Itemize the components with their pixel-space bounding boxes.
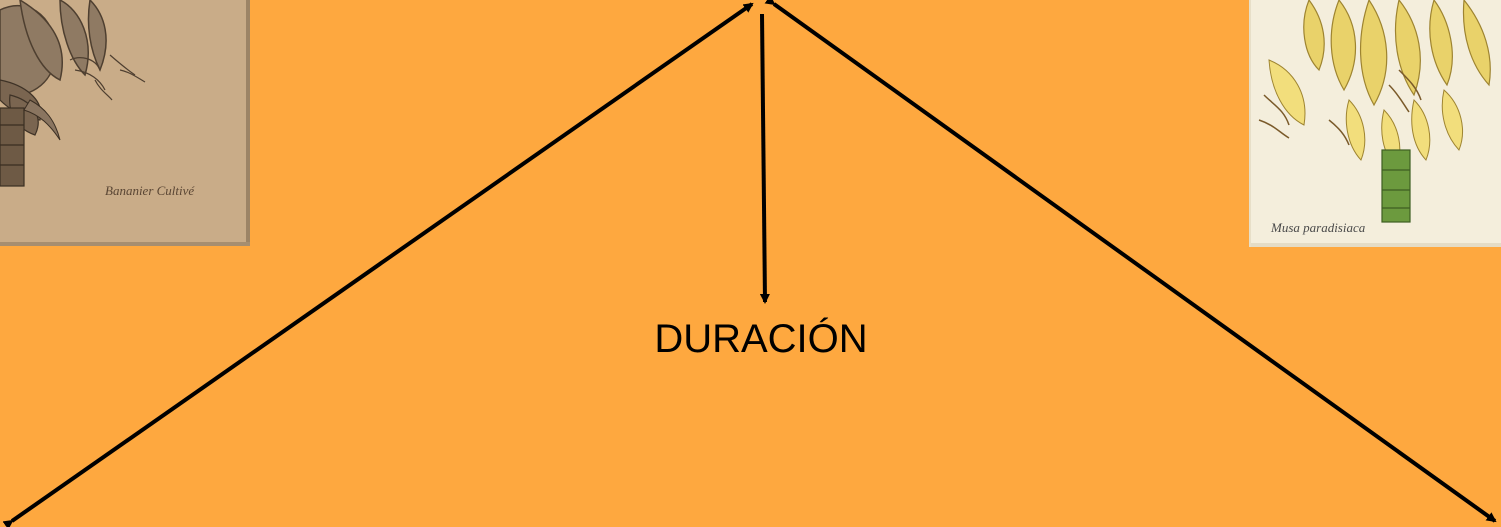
duration-label: DURACIÓN [654,317,868,361]
left-diagonal-arrow [2,2,754,527]
right-diagonal-arrow [764,0,1497,523]
center-down-arrow [759,13,770,304]
